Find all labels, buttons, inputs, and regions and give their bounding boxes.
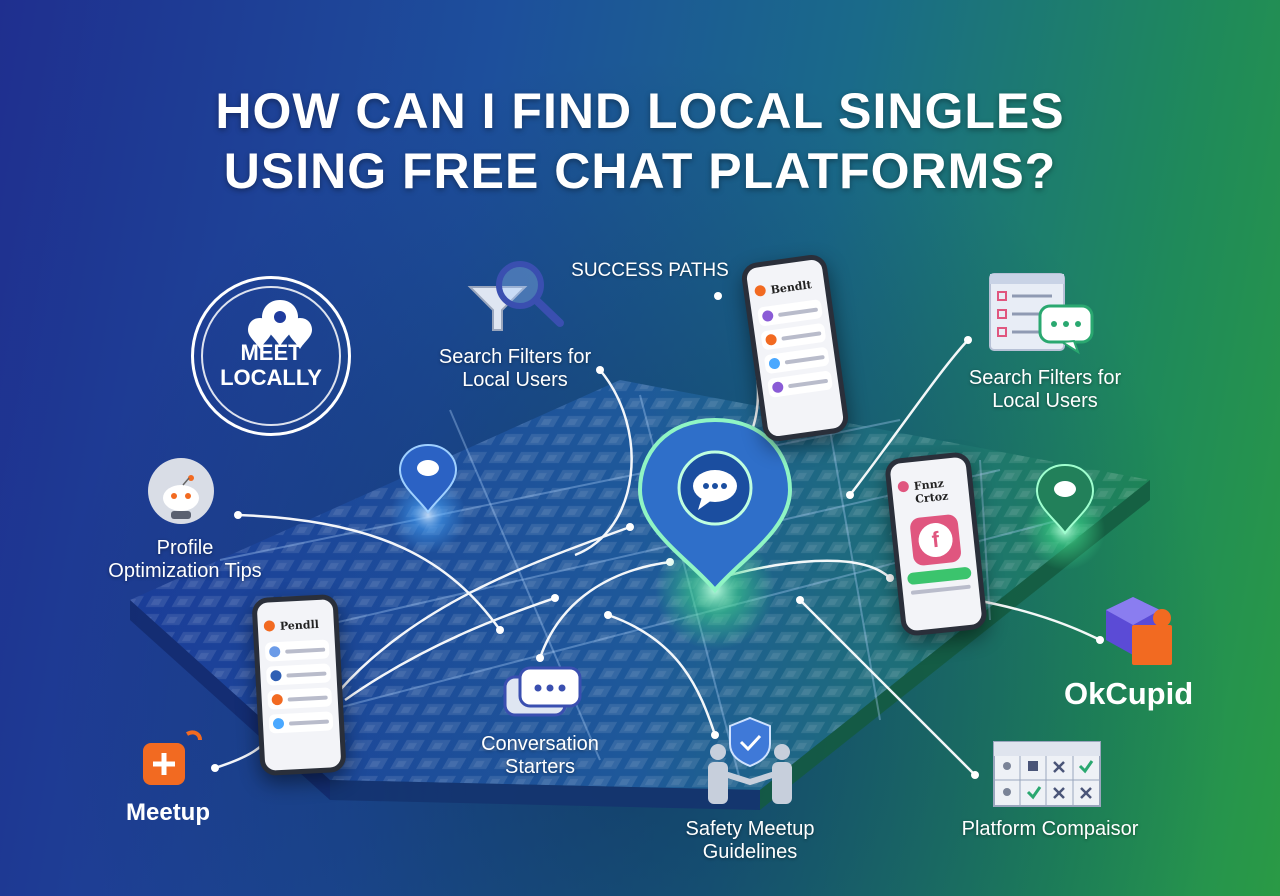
comparison-table-icon — [993, 741, 1101, 807]
right-phone-title: Fnnz Crtoz — [913, 476, 949, 506]
funnel-magnifier-icon — [467, 261, 564, 331]
left-phone-header: Pendll — [257, 599, 335, 638]
badge-line-2: LOCALLY — [220, 365, 322, 390]
safety-line-2: Guidelines — [702, 841, 798, 863]
right-phone-mockup: Fnnz Crtoz f — [883, 450, 989, 638]
search-filters-right-line-1: Search Filters for — [968, 367, 1122, 389]
avatar-icon — [271, 693, 284, 706]
profile-tips-label: Profile Optimization Tips — [95, 537, 275, 583]
conversation-starters-label: Conversation Starters — [465, 733, 615, 779]
conversation-line-2: Starters — [504, 756, 576, 778]
small-chat-pin-icon — [398, 443, 458, 514]
avatar-icon — [272, 717, 285, 730]
conversation-line-1: Conversation — [481, 733, 599, 755]
list-item — [763, 346, 830, 375]
right-phone-header: Fnnz Crtoz — [889, 456, 970, 512]
list-item — [265, 663, 331, 686]
search-filters-left-line-1: Search Filters for — [438, 346, 592, 368]
chat-bubble-icon — [503, 666, 582, 717]
list-item — [267, 687, 333, 710]
platform-comparison-label: Platform Compaisor — [961, 818, 1139, 840]
meetup-brand-name: Meetup — [126, 799, 210, 826]
profile-tips-line-2: Optimization Tips — [108, 560, 262, 582]
success-paths-label: SUCCESS PATHS — [571, 260, 729, 281]
app-icon-tile: f — [909, 513, 962, 567]
safety-line-1: Safety Meetup — [685, 818, 815, 840]
checklist-chat-icon — [989, 273, 1094, 355]
app-logo-icon — [897, 480, 910, 493]
facebook-icon — [270, 669, 282, 682]
avatar-icon — [771, 381, 785, 394]
badge-line-1: MEET — [240, 340, 302, 365]
okcupid-brand-name: OkCupid — [1064, 676, 1194, 711]
profile-tips-line-1: Profile — [156, 537, 214, 559]
safety-guidelines-label: Safety Meetup Guidelines — [670, 818, 830, 864]
avatar-icon — [761, 309, 774, 323]
list-item — [757, 298, 824, 327]
avatar-icon — [768, 357, 781, 370]
avatar-icon — [268, 645, 281, 658]
app-logo-icon — [263, 620, 276, 632]
facebook-icon: f — [916, 521, 955, 559]
text-line — [910, 584, 971, 595]
left-phone-mockup: Pendll — [251, 593, 347, 777]
top-phone-header: Bendlt — [746, 259, 826, 304]
list-item — [767, 370, 834, 399]
page-title-line-2: USING FREE CHAT PLATFORMS? — [223, 143, 1057, 199]
search-filters-left-label: Search Filters for Local Users — [420, 346, 610, 392]
reddit-icon — [148, 458, 214, 524]
small-chat-pin-right-icon — [1035, 463, 1095, 535]
avatar-icon — [764, 333, 778, 346]
list-item — [264, 639, 330, 662]
action-bar — [906, 566, 972, 586]
okcupid-logo-icon — [1106, 597, 1172, 665]
search-filters-right-label: Search Filters for Local Users — [955, 367, 1135, 413]
search-filters-left-line-2: Local Users — [462, 369, 568, 391]
meet-locally-badge — [191, 276, 351, 436]
meetup-logo-icon — [143, 730, 202, 785]
shield-handshake-icon — [708, 716, 792, 804]
list-item — [268, 711, 334, 734]
top-phone-title: Bendlt — [769, 278, 813, 297]
search-filters-right-line-2: Local Users — [992, 390, 1098, 412]
meet-locally-text: MEET LOCALLY — [191, 340, 351, 390]
app-logo-icon — [753, 284, 767, 297]
left-phone-title: Pendll — [279, 617, 320, 633]
page-title-line-1: HOW CAN I FIND LOCAL SINGLES — [215, 83, 1065, 139]
center-chat-pin-icon — [637, 417, 793, 594]
list-item — [760, 322, 827, 351]
